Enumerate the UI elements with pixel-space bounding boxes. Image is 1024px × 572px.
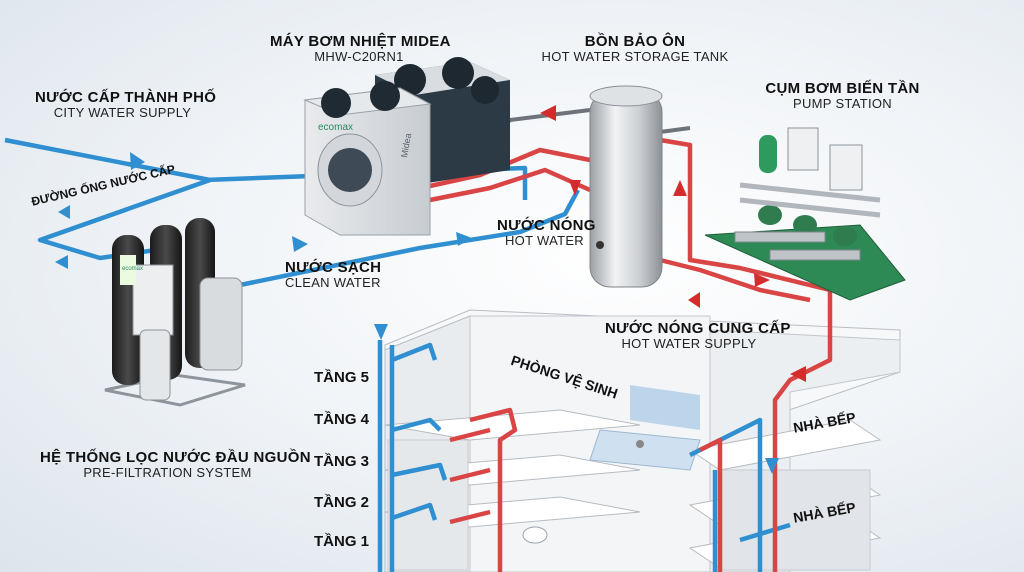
clean-water-title: NƯỚC SẠCH [285, 259, 382, 276]
heat-pump-units: ecomax Midea [303, 57, 510, 236]
pump-station-title: CỤM BƠM BIẾN TẦN [765, 80, 920, 97]
pre-filtration-title: HỆ THỐNG LỌC NƯỚC ĐẦU NGUỒN [40, 449, 311, 466]
pre-filtration-label: HỆ THỐNG LỌC NƯỚC ĐẦU NGUỒN PRE-FILTRATI… [40, 449, 311, 481]
floor-label-3: TẦNG 3 [314, 453, 370, 470]
city-water-title: NƯỚC CẤP THÀNH PHỐ [35, 89, 217, 106]
hot-water-title: NƯỚC NÓNG [497, 217, 596, 234]
pre-filtration-system: ecomax [104, 218, 246, 407]
pump-station-label: CỤM BƠM BIẾN TẦN PUMP STATION [765, 80, 920, 112]
floor-label-2: TẦNG 2 [314, 494, 370, 511]
storage-tank-label: BỒN BẢO ÔN HOT WATER STORAGE TANK [540, 33, 730, 65]
heat-pump-model: MHW-C20RN1 [314, 49, 404, 65]
hot-water-storage-tank [589, 85, 663, 288]
city-water-label: NƯỚC CẤP THÀNH PHỐ CITY WATER SUPPLY [35, 89, 217, 121]
floor-label-1: TẦNG 1 [314, 533, 370, 550]
storage-tank-subtitle: HOT WATER STORAGE TANK [541, 49, 729, 65]
flow-arrows [55, 105, 806, 474]
city-water-subtitle: CITY WATER SUPPLY [53, 105, 192, 121]
storage-tank-title: BỒN BẢO ÔN [584, 33, 686, 50]
hot-water-subtitle: HOT WATER [504, 233, 584, 249]
hot-water-label: NƯỚC NÓNG HOT WATER [497, 217, 596, 249]
heat-pump-label: MÁY BƠM NHIỆT MIDEA MHW-C20RN1 [270, 33, 451, 65]
pre-filtration-subtitle: PRE-FILTRATION SYSTEM [83, 465, 252, 481]
hot-water-supply-subtitle: HOT WATER SUPPLY [621, 336, 757, 352]
heat-pump-title: MÁY BƠM NHIỆT MIDEA [270, 33, 451, 50]
pump-station [704, 127, 906, 301]
ecomax-logo: ecomax [318, 122, 353, 133]
ecomax-tank-logo: ecomax [122, 266, 143, 272]
floor-label-5: TẦNG 5 [314, 369, 370, 386]
hot-water-supply-label: NƯỚC NÓNG CUNG CẤP HOT WATER SUPPLY [605, 320, 791, 352]
clean-water-subtitle: CLEAN WATER [285, 275, 381, 291]
building [384, 309, 901, 572]
midea-logo: Midea [399, 132, 413, 158]
floor-label-4: TẦNG 4 [314, 411, 370, 428]
pump-station-subtitle: PUMP STATION [793, 96, 892, 112]
clean-water-label: NƯỚC SẠCH CLEAN WATER [285, 259, 382, 291]
hot-water-supply-title: NƯỚC NÓNG CUNG CẤP [605, 320, 791, 337]
